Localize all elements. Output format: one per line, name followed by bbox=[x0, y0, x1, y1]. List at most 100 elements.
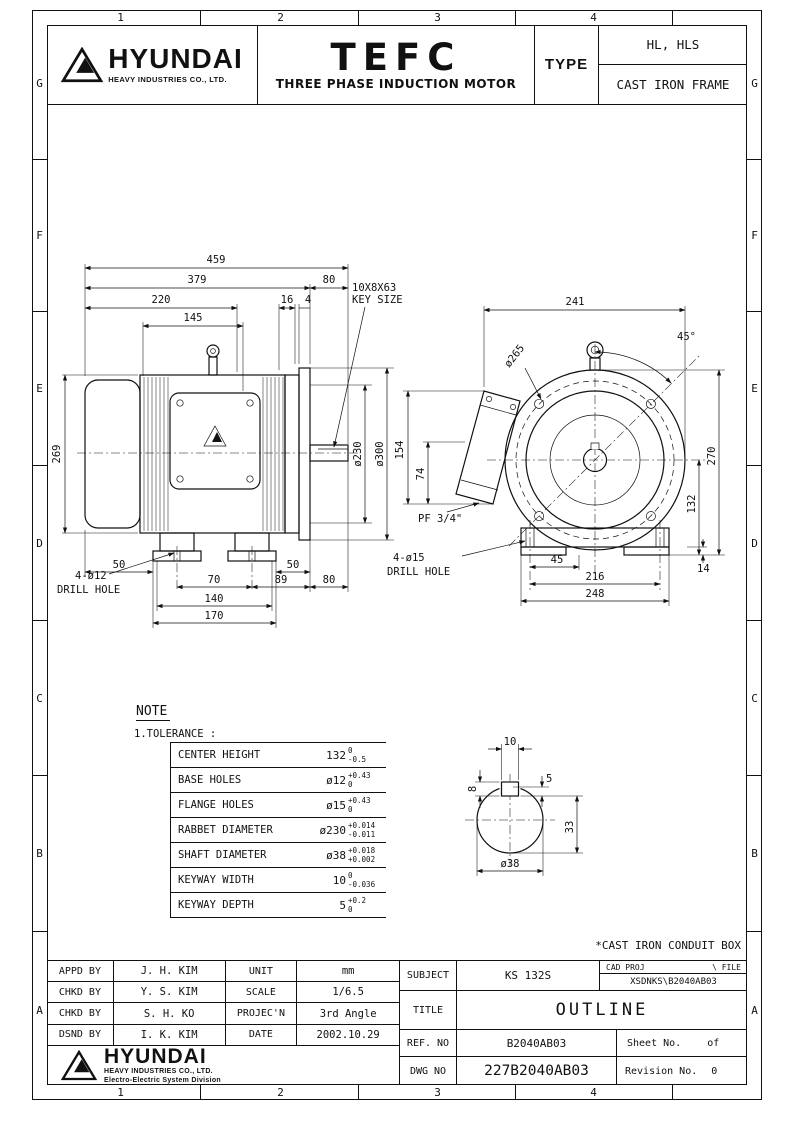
dim-label: 220 bbox=[152, 294, 171, 306]
dim-label: 10 bbox=[504, 736, 517, 748]
tolerance-row: RABBET DIAMETER ø230 +0.014-0.011 bbox=[171, 818, 386, 843]
subject-value: KS 132S bbox=[457, 961, 600, 990]
date-label: DATE bbox=[226, 1024, 298, 1045]
zone-col-top-4: 4 bbox=[590, 11, 597, 24]
approval-section: APPD BY J. H. KIM UNIT mm CHKD BY Y. S. … bbox=[47, 961, 400, 1085]
sheet-of-label: of bbox=[707, 1037, 720, 1049]
file-label: \ FILE bbox=[712, 962, 741, 972]
dsnd-name: I. K. KIM bbox=[114, 1024, 226, 1045]
zone-row-left-F: F bbox=[36, 229, 43, 242]
dim-label: 145 bbox=[184, 312, 203, 324]
dim-label: 70 bbox=[208, 574, 221, 586]
zone-col-top-2: 2 bbox=[277, 11, 284, 24]
tolerance-upper: 0 bbox=[348, 746, 353, 755]
tolerance-row: KEYWAY WIDTH 10 0-0.036 bbox=[171, 868, 386, 893]
zone-row-right-G: G bbox=[751, 77, 758, 90]
dwg-row: DWG NO 227B2040AB03 Revision No. 0 bbox=[400, 1057, 747, 1085]
tolerance-label: KEYWAY WIDTH bbox=[178, 874, 254, 886]
border-tick bbox=[32, 620, 47, 621]
cad-file-cell: CAD PROJ \ FILE XSDNKS\B2040AB03 bbox=[600, 961, 747, 990]
conduit-box bbox=[455, 390, 521, 505]
tolerance-table: CENTER HEIGHT 132 0-0.5 BASE HOLES ø12 +… bbox=[170, 742, 386, 918]
brand-name: HYUNDAI bbox=[108, 43, 243, 74]
dim-label: ø265 bbox=[502, 342, 527, 369]
zone-col-bot-3: 3 bbox=[434, 1086, 441, 1099]
approval-row: DSND BY I. K. KIM DATE 2002.10.29 bbox=[47, 1024, 399, 1046]
zone-row-right-B: B bbox=[751, 847, 758, 860]
zone-col-bot-4: 4 bbox=[590, 1086, 597, 1099]
chkd-label: CHKD BY bbox=[47, 982, 114, 1003]
dim-label: 459 bbox=[207, 254, 226, 266]
company-subtitle: HEAVY INDUSTRIES CO., LTD. bbox=[104, 1067, 213, 1075]
tolerance-upper: 0 bbox=[348, 871, 353, 880]
dim-label: 248 bbox=[586, 588, 605, 600]
drill-callout: 4-ø15 bbox=[393, 552, 425, 564]
hyundai-logo-icon bbox=[61, 1049, 97, 1081]
dim-label: 80 bbox=[323, 274, 336, 286]
tolerance-upper: +0.014 bbox=[348, 821, 376, 830]
title-block: APPD BY J. H. KIM UNIT mm CHKD BY Y. S. … bbox=[47, 960, 747, 1085]
dim-label: 140 bbox=[205, 593, 224, 605]
tolerance-value: 10 bbox=[332, 873, 346, 887]
drawing-info-section: SUBJECT KS 132S CAD PROJ \ FILE XSDNKS\B… bbox=[400, 961, 747, 1085]
border-tick bbox=[32, 159, 47, 160]
tolerance-lower: -0.5 bbox=[348, 755, 367, 764]
approval-row: APPD BY J. H. KIM UNIT mm bbox=[47, 961, 399, 983]
dim-label: 8 bbox=[467, 786, 479, 792]
dim-label: 50 bbox=[287, 559, 300, 571]
outer-border bbox=[32, 10, 762, 1100]
dim-label: 132 bbox=[686, 495, 698, 514]
border-tick bbox=[32, 465, 47, 466]
border-tick bbox=[200, 1085, 201, 1100]
border-tick bbox=[200, 10, 201, 25]
dim-label: 89 bbox=[275, 574, 288, 586]
approval-row: CHKD BY Y. S. KIM SCALE 1/6.5 bbox=[47, 982, 399, 1004]
dim-label: 33 bbox=[564, 821, 576, 834]
dwg-no-label: DWG NO bbox=[400, 1057, 457, 1085]
cad-file-value: XSDNKS\B2040AB03 bbox=[630, 976, 717, 987]
border-tick bbox=[747, 620, 762, 621]
dim-label: 4 bbox=[305, 294, 311, 306]
tolerance-row: SHAFT DIAMETER ø38 +0.018+0.002 bbox=[171, 843, 386, 868]
dim-label: ø38 bbox=[501, 858, 520, 870]
border-tick bbox=[32, 311, 47, 312]
type-label-cell: TYPE bbox=[535, 25, 599, 104]
zone-col-top-1: 1 bbox=[117, 11, 124, 24]
tolerance-lower: -0.036 bbox=[348, 880, 376, 889]
inner-border bbox=[47, 25, 747, 1085]
dim-label: 241 bbox=[566, 296, 585, 308]
unit-label: UNIT bbox=[226, 961, 298, 982]
zone-row-right-D: D bbox=[751, 537, 758, 550]
tolerance-value: ø15 bbox=[326, 798, 346, 812]
zone-row-right-F: F bbox=[751, 229, 758, 242]
pf-callout: PF 3/4" bbox=[418, 513, 462, 525]
revision-label: Revision No. bbox=[625, 1065, 698, 1077]
dim-label: 14 bbox=[697, 563, 710, 575]
company-logo-block: HYUNDAI HEAVY INDUSTRIES CO., LTD. Elect… bbox=[47, 1046, 399, 1085]
dim-label: ø230 bbox=[352, 441, 364, 466]
chkd-name: Y. S. KIM bbox=[114, 982, 226, 1003]
dim-label: 270 bbox=[706, 447, 718, 466]
note-block: NOTE 1.TOLERANCE : CENTER HEIGHT 132 0-0… bbox=[130, 700, 400, 918]
subject-row: SUBJECT KS 132S CAD PROJ \ FILE XSDNKS\B… bbox=[400, 961, 747, 991]
drawing-canvas: 459 379 80 220 16 4 145 269 ø230 ø300 1 bbox=[51, 254, 725, 876]
border-tick bbox=[747, 931, 762, 932]
zone-col-bot-1: 1 bbox=[117, 1086, 124, 1099]
tolerance-lower: 0 bbox=[348, 780, 353, 789]
drill-callout: DRILL HOLE bbox=[57, 584, 120, 596]
zone-row-right-C: C bbox=[751, 692, 758, 705]
approval-row: CHKD BY S. H. KO PROJEC'N 3rd Angle bbox=[47, 1003, 399, 1025]
shaft-detail-view: 10 8 5 33 ø38 bbox=[465, 736, 583, 876]
dim-label: 216 bbox=[586, 571, 605, 583]
cad-proj-label: CAD PROJ bbox=[606, 962, 645, 972]
dwg-no-value: 227B2040AB03 bbox=[457, 1057, 617, 1085]
tolerance-value: ø12 bbox=[326, 773, 346, 787]
drill-callout: 4-ø12 bbox=[75, 570, 107, 582]
border-tick bbox=[747, 775, 762, 776]
title-label: TITLE bbox=[400, 990, 457, 1030]
revision-value: 0 bbox=[711, 1065, 718, 1077]
tolerance-upper: +0.43 bbox=[348, 771, 371, 780]
dim-label: 74 bbox=[415, 468, 427, 481]
